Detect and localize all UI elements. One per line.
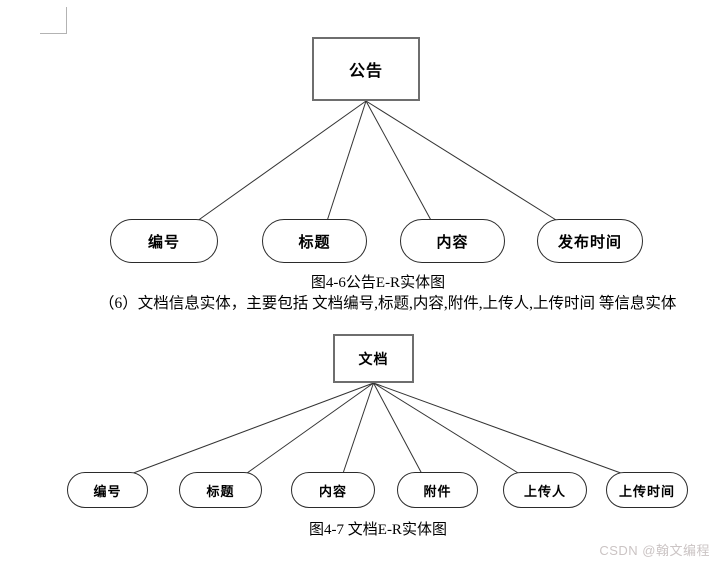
attribute-node: 发布时间 — [537, 219, 643, 263]
entity-node: 公告 — [312, 37, 420, 101]
entity-attribute-connector — [365, 100, 432, 221]
attribute-node: 编号 — [67, 472, 148, 508]
figure1-caption: 图4-6公告E-R实体图 — [310, 275, 446, 291]
entity-node: 文档 — [333, 334, 414, 383]
attribute-node: 标题 — [179, 472, 262, 508]
entity-attribute-connector — [373, 382, 621, 474]
attribute-node: 内容 — [291, 472, 375, 508]
figure2-caption: 图4-7 文档E-R实体图 — [309, 522, 447, 538]
entity-attribute-connector — [246, 382, 374, 474]
attribute-node: 附件 — [397, 472, 478, 508]
attribute-node: 标题 — [262, 219, 367, 263]
entity-attribute-connector — [133, 382, 374, 474]
watermark: CSDN @翰文编程 — [599, 543, 710, 558]
margin-corner-mark — [40, 7, 67, 34]
entity-attribute-connector — [198, 100, 367, 221]
entity-attribute-connector — [373, 382, 422, 474]
entity-attribute-connector — [365, 100, 557, 221]
attribute-node: 上传时间 — [606, 472, 688, 508]
attribute-node: 上传人 — [503, 472, 587, 508]
entity-attribute-connector — [373, 382, 519, 474]
entity-attribute-connector — [342, 382, 374, 474]
body-paragraph: （6）文档信息实体，主要包括 文档编号,标题,内容,附件,上传人,上传时间 等信… — [99, 295, 677, 312]
attribute-node: 编号 — [110, 219, 218, 263]
attribute-node: 内容 — [400, 219, 505, 263]
entity-attribute-connector — [326, 100, 367, 221]
